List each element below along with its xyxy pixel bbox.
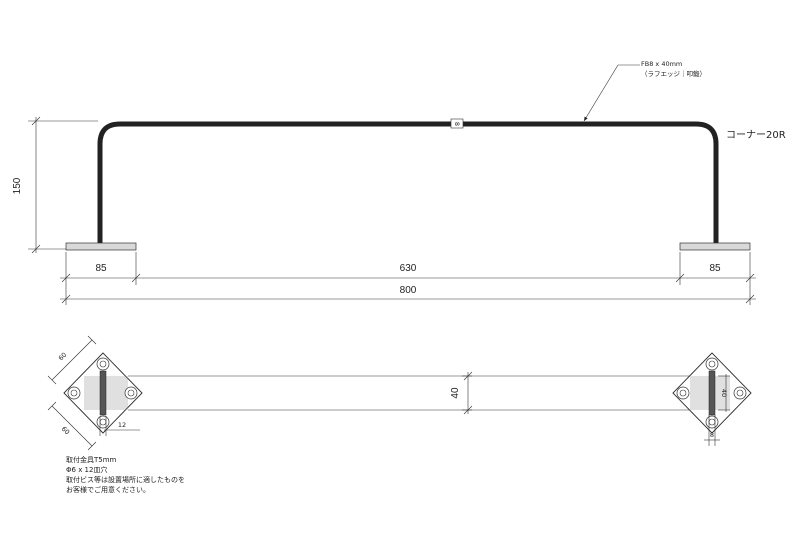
center-span-dimension: 630 (400, 263, 417, 274)
left-slot (99, 370, 107, 416)
height-dimension: 150 (12, 177, 23, 194)
elevation-view: 8 150 85 630 85 800 FB8 x 40mm (12, 60, 786, 305)
screw-hole (705, 357, 719, 371)
plan-view: 60 60 12 40 (47, 335, 752, 451)
screw-hole (676, 386, 690, 400)
left-base-plate (65, 242, 137, 251)
material-spec: FB8 x 40mm (641, 60, 682, 68)
note-line: お客様でご用意ください。 (66, 485, 150, 494)
right-plate-width-dimension: 40 (720, 389, 728, 397)
left-base-dimension: 85 (95, 263, 107, 274)
bar-width-dimension: 40 (450, 387, 461, 399)
screw-hole (733, 386, 747, 400)
note-line: 取付ビス等は設置場所に適したものを (66, 475, 185, 484)
screw-hole (96, 357, 110, 371)
plate-side-dimension: 60 (57, 351, 69, 363)
plan-bar (128, 376, 690, 410)
corner-radius-label: コーナー20R (726, 129, 786, 141)
right-mounting-plate (672, 352, 752, 434)
overall-width-dimension: 800 (400, 285, 417, 296)
note-line: Φ6 x 12皿穴 (66, 465, 107, 474)
screw-hole (67, 386, 81, 400)
slot-width-dimension: 12 (118, 421, 126, 429)
notes-block: 取付金具T5mm Φ6 x 12皿穴 取付ビス等は設置場所に適したものを お客様… (66, 455, 185, 494)
left-mounting-plate (63, 352, 143, 434)
note-line: 取付金具T5mm (66, 455, 117, 464)
thickness-marker (450, 118, 464, 129)
screw-hole (96, 415, 110, 429)
right-base-dimension: 85 (709, 263, 721, 274)
right-base-plate (679, 242, 751, 251)
material-finish: （ラフエッジ｜叩鍛） (641, 69, 706, 78)
handle-bar (97, 121, 719, 243)
right-slot (708, 370, 716, 416)
thickness-label: 8 (453, 122, 461, 126)
screw-hole (124, 386, 138, 400)
screw-hole (705, 415, 719, 429)
right-plate-thickness-dimension: 8 (710, 431, 714, 439)
plate-side-dimension: 60 (60, 425, 72, 437)
